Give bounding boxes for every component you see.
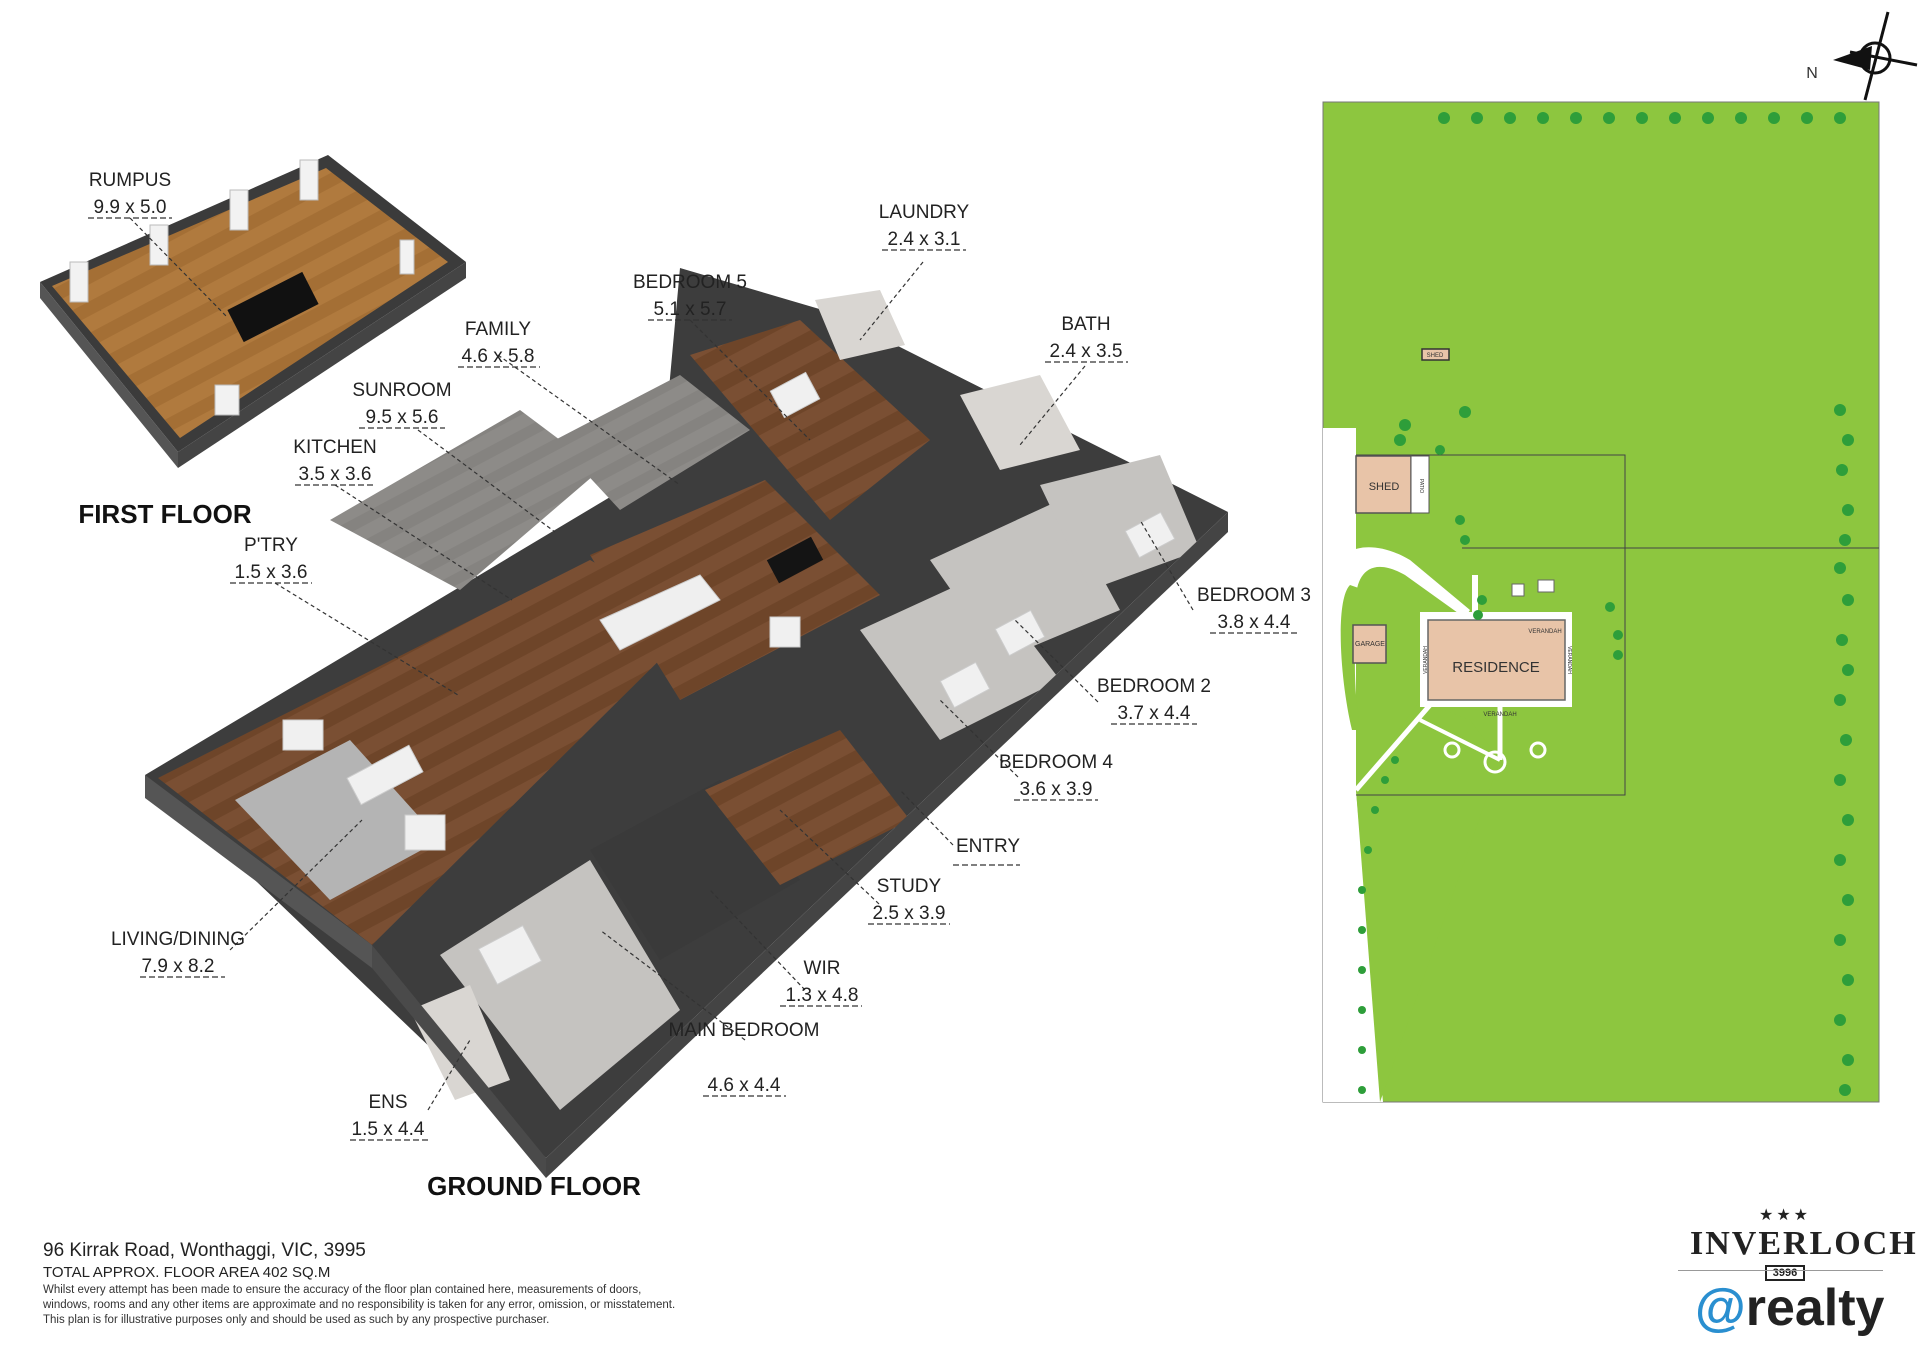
leader-lines (129, 217, 1194, 1111)
first-floor-plan (40, 155, 466, 468)
logo-realty-word: realty (1745, 1279, 1885, 1337)
room-name: LIVING/DINING (111, 929, 245, 950)
residence-label: RESIDENCE (1452, 659, 1540, 676)
room-name: LAUNDRY (879, 202, 970, 223)
shed-building (1355, 455, 1412, 514)
room-dims: 4.6 x 4.4 (708, 1075, 781, 1096)
ground-floor-plan (145, 268, 1228, 1178)
logo-stars: ★★★ (1758, 1207, 1812, 1224)
room-dims: 2.4 x 3.1 (888, 229, 961, 250)
small-shed-label: SHED (1427, 353, 1444, 359)
logo-at: @ (1695, 1279, 1746, 1337)
verandah-label: VERANDAH (1528, 629, 1561, 635)
room-name: KITCHEN (293, 437, 376, 458)
room-dims: 4.6 x 5.8 (462, 346, 535, 367)
garage-label: GARAGE (1355, 641, 1385, 648)
room-name: FAMILY (465, 319, 531, 340)
logo-inverloch-word: INVERLOCH (1690, 1225, 1918, 1262)
room-name: SUNROOM (352, 380, 451, 401)
room-name: ENS (368, 1092, 407, 1113)
dimension-underlines (88, 217, 1298, 1141)
room-name: BEDROOM 2 (1097, 676, 1211, 697)
room-dims: 1.5 x 3.6 (235, 562, 308, 583)
garage-building (1352, 624, 1387, 664)
disclaimer-line: Whilst every attempt has been made to en… (43, 1284, 642, 1296)
room-dims: 7.9 x 8.2 (142, 956, 215, 977)
room-name: BEDROOM 3 (1197, 585, 1311, 606)
small-shed (1421, 348, 1450, 361)
property-address: 96 Kirrak Road, Wonthaggi, VIC, 3995 (43, 1240, 366, 1261)
disclaimer-line: This plan is for illustrative purposes o… (43, 1314, 550, 1326)
disclaimer-line: windows, rooms and any other items are a… (43, 1299, 676, 1311)
residence-building (1427, 619, 1566, 701)
room-name: BATH (1061, 314, 1110, 335)
room-dims: 3.6 x 3.9 (1020, 779, 1093, 800)
room-name: WIR (804, 958, 841, 979)
room-name: ENTRY (956, 836, 1020, 857)
north-label: N (1806, 65, 1818, 82)
room-name: STUDY (877, 876, 942, 897)
room-dims: 9.5 x 5.6 (366, 407, 439, 428)
site-plan: RESIDENCE SHED PATIO GARAGE SHED VERANDA… (1322, 101, 1880, 1103)
tree-row (1358, 112, 1854, 1096)
inverloch-logo: ★★★ INVERLOCH 3996 (1690, 1205, 1918, 1281)
room-name: P'TRY (244, 535, 298, 556)
patio-label: PATIO (1418, 479, 1424, 493)
room-name: BEDROOM 5 (633, 272, 747, 293)
room-dims: 2.5 x 3.9 (873, 903, 946, 924)
logo-divider (1678, 1270, 1883, 1271)
room-dims: 1.5 x 4.4 (352, 1119, 425, 1140)
room-labels: RUMPUS 9.9 x 5.0 FAMILY 4.6 x 5.8 SUNROO… (89, 170, 1311, 1140)
footer: 96 Kirrak Road, Wonthaggi, VIC, 3995 TOT… (43, 1240, 823, 1328)
verandah-label: VERANDAH (1423, 646, 1429, 674)
verandah-label: VERANDAH (1483, 712, 1516, 718)
room-dims: 5.1 x 5.7 (654, 299, 727, 320)
room-dims: 1.3 x 4.8 (786, 985, 859, 1006)
room-name: BEDROOM 4 (999, 752, 1113, 773)
room-dims: 2.4 x 3.5 (1050, 341, 1123, 362)
ground-floor-title: GROUND FLOOR (427, 1171, 641, 1201)
first-floor-title: FIRST FLOOR (78, 499, 252, 529)
room-dims: 3.7 x 4.4 (1118, 703, 1191, 724)
north-compass-icon: N (1806, 11, 1918, 101)
realty-logo: @realty (1695, 1278, 1884, 1338)
room-dims: 3.5 x 3.6 (299, 464, 372, 485)
verandah-label: VERANDAH (1566, 646, 1572, 674)
total-floor-area: TOTAL APPROX. FLOOR AREA 402 SQ.M (43, 1264, 331, 1281)
room-name: MAIN BEDROOM (669, 1020, 820, 1041)
room-dims: 9.9 x 5.0 (94, 197, 167, 218)
shed-label: SHED (1369, 481, 1400, 493)
room-dims: 3.8 x 4.4 (1218, 612, 1291, 633)
room-name: RUMPUS (89, 170, 171, 191)
